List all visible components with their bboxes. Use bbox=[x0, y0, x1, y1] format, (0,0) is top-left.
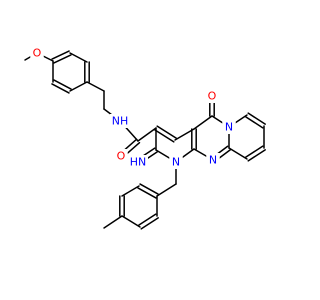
single-bond bbox=[86, 81, 105, 92]
double-bond bbox=[156, 125, 177, 139]
double-bond bbox=[247, 112, 266, 125]
atom-imine-nh: HN bbox=[130, 156, 147, 169]
double-bond bbox=[245, 116, 264, 129]
double-bond bbox=[247, 149, 266, 162]
double-bond bbox=[245, 145, 264, 158]
double-bond bbox=[154, 129, 175, 143]
atom-methoxy-oxygen: O bbox=[33, 47, 42, 60]
atom-label-background bbox=[110, 114, 130, 128]
double-bond bbox=[139, 183, 159, 195]
single-bond bbox=[121, 215, 141, 228]
double-bond bbox=[53, 79, 72, 90]
single-bond bbox=[193, 115, 213, 130]
double-bond bbox=[140, 217, 159, 230]
double-bond bbox=[138, 213, 157, 226]
atom-amide-oxygen: O bbox=[117, 150, 126, 163]
atom-labels: O NH O O N N N HN bbox=[30, 46, 236, 169]
single-bond bbox=[228, 147, 248, 160]
atom-label-background bbox=[222, 120, 236, 134]
single-bond bbox=[137, 127, 157, 142]
single-bond bbox=[121, 185, 140, 197]
single-bond bbox=[174, 128, 195, 141]
atom-label-background bbox=[206, 153, 220, 167]
chemical-structure: O NH O O N N N HN bbox=[24, 46, 266, 230]
single-bond bbox=[69, 81, 88, 92]
atom-ketone-oxygen: O bbox=[208, 90, 217, 103]
atom-label-background bbox=[128, 155, 148, 169]
atom-label-background bbox=[169, 155, 183, 169]
atom-label-background bbox=[30, 46, 44, 60]
bond-lines bbox=[24, 50, 266, 230]
single-bond bbox=[156, 183, 177, 197]
atom-label-background bbox=[205, 89, 219, 103]
double-bond bbox=[137, 187, 157, 199]
double-bond bbox=[53, 54, 72, 64]
atom-label-background bbox=[114, 149, 128, 163]
atom-ring-nitrogen-bottom: N bbox=[209, 154, 217, 167]
atom-amide-nh: NH bbox=[112, 115, 129, 128]
double-bond bbox=[51, 50, 70, 60]
single-bond bbox=[103, 215, 123, 229]
atom-ring-nitrogen-top: N bbox=[225, 121, 233, 134]
atom-ring-nitrogen-n1: N bbox=[172, 156, 180, 169]
single-bond bbox=[69, 52, 88, 63]
double-bond bbox=[51, 83, 70, 94]
